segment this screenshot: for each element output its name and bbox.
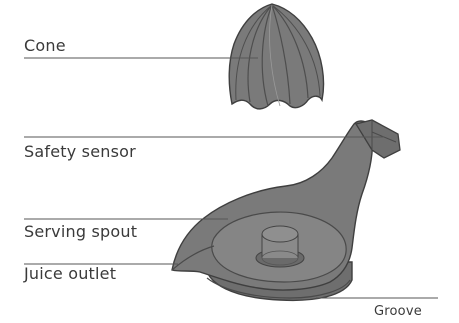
label-juice-outlet: Juice outlet <box>24 265 116 283</box>
label-cone: Cone <box>24 37 66 55</box>
cone-part <box>229 4 323 109</box>
label-safety-sensor: Safety sensor <box>24 143 136 161</box>
juice-collector-part <box>172 120 400 300</box>
label-groove: Groove <box>374 304 422 319</box>
label-serving-spout: Serving spout <box>24 223 137 241</box>
